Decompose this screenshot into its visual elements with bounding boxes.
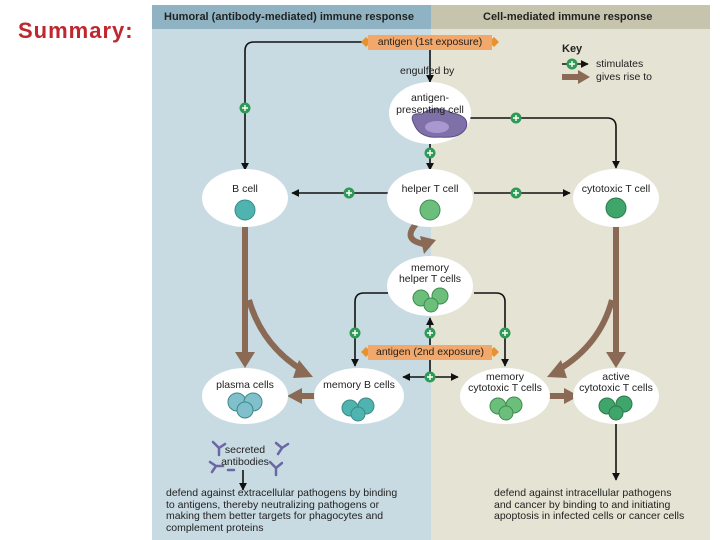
- arrow-helper-to-memhelper: [407, 222, 425, 247]
- arrow-memhelper-to-memb: [351, 292, 388, 367]
- cytotoxic-t-label: cytotoxic T cell: [581, 183, 651, 195]
- active-cyto-label-line2: cytotoxic T cells: [579, 382, 653, 394]
- key-stimulates-label: stimulates: [596, 58, 644, 70]
- arrow-apc-to-cytotoxic: [470, 117, 620, 169]
- antibody-icon-2: [274, 441, 290, 456]
- antibody-icons: [208, 440, 290, 477]
- key-gives-rise-label: gives rise to: [596, 71, 653, 83]
- plus-badge-1: [239, 102, 251, 114]
- apc-label-line1: antigen-: [411, 92, 449, 104]
- arrow-memhelper-to-memcyto: [474, 292, 509, 367]
- plasma-cells-label: plasma cells: [216, 379, 274, 391]
- memory-cyto-label-line1: memory: [486, 371, 524, 383]
- antibody-icon-3: [208, 460, 225, 474]
- helper-t-label: helper T cell: [401, 183, 459, 195]
- active-cyto-icon-3: [608, 405, 624, 421]
- memory-helper-label-line1: memory: [411, 262, 449, 274]
- cell-mediated-description-line: defend against intracellular pathogens: [494, 487, 672, 499]
- antibody-icon-4: [268, 460, 284, 477]
- plus-badge-5: [510, 187, 522, 199]
- memory-cyto-label-line2: cytotoxic T cells: [468, 382, 542, 394]
- apc-label-line2: presenting cell: [396, 104, 464, 116]
- humoral-description-line: making them better targets for phagocyte…: [166, 510, 384, 522]
- gives-rise-arrowheads: [235, 70, 626, 404]
- memory-helper-node: [387, 256, 473, 316]
- arrow-bcell-to-memb: [246, 299, 304, 373]
- memory-helper-label-line2: helper T cells: [398, 273, 462, 285]
- plus-badge-9: [424, 371, 436, 383]
- plus-badge-3: [424, 147, 436, 159]
- cell-mediated-header-bar: [431, 5, 710, 29]
- helper-t-icon: [419, 199, 441, 221]
- antigen-first-exposure-tag: antigen (1st exposure): [368, 35, 492, 50]
- humoral-header-bar: [152, 5, 431, 29]
- cell-mediated-header-title: Cell-mediated immune response: [483, 11, 653, 23]
- humoral-description: defend against extracellular pathogens b…: [166, 487, 428, 534]
- active-cyto-label-line1: active: [602, 371, 630, 383]
- memory-cyto-icon-3: [498, 405, 514, 421]
- key-title: Key: [562, 43, 583, 55]
- cell-mediated-panel: [431, 5, 710, 540]
- secreted-label-line2: antibodies: [221, 456, 269, 468]
- cell-mediated-description-line: apoptosis in infected cells or cancer ce…: [494, 510, 685, 522]
- helper-t-node: [387, 169, 473, 227]
- plus-badge-6: [349, 327, 361, 339]
- humoral-panel: [152, 5, 431, 540]
- secreted-label-line1: secreted: [224, 444, 266, 456]
- antibody-icon-1: [211, 440, 227, 457]
- memory-cyto-node: [460, 368, 550, 424]
- plus-badge-7: [424, 327, 436, 339]
- humoral-description-line: complement proteins: [166, 521, 264, 534]
- memory-b-node: [314, 368, 404, 424]
- humoral-description-line: to antigens, thereby neutralizing pathog…: [166, 498, 380, 511]
- active-cyto-node: [573, 368, 659, 424]
- antigen-second-exposure-tag: antigen (2nd exposure): [368, 345, 492, 360]
- gives-rise-arrows: [242, 74, 619, 399]
- b-cell-icon: [234, 199, 256, 221]
- cell-mediated-description-line: and cancer by binding to and initiating: [494, 498, 671, 511]
- antigen-presenting-cell-shape: [411, 108, 468, 138]
- plus-badge-8: [499, 327, 511, 339]
- plus-badge-4: [343, 187, 355, 199]
- plus-badges: [239, 58, 578, 383]
- cytotoxic-t-icon: [605, 197, 627, 219]
- humoral-description-line: defend against extracellular pathogens b…: [166, 487, 398, 499]
- plus-badge-2: [510, 112, 522, 124]
- b-cell-label: B cell: [232, 183, 258, 195]
- key-plus-badge: [566, 58, 578, 70]
- slide-title: Summary:: [18, 18, 134, 43]
- arrow-cyto-to-memcyto: [556, 299, 615, 373]
- memory-helper-icon-3: [423, 297, 439, 313]
- b-cell-node: [202, 169, 288, 227]
- engulfed-by-label: engulfed by: [400, 65, 455, 77]
- humoral-header-title: Humoral (antibody-mediated) immune respo…: [164, 11, 414, 23]
- memory-b-label: memory B cells: [323, 379, 395, 391]
- cell-shapes: [227, 197, 633, 422]
- memory-b-icon-3: [350, 406, 366, 422]
- arrow-antigen-to-b-cell: [241, 41, 362, 171]
- plasma-cells-node: [202, 368, 288, 424]
- cell-mediated-description: defend against intracellular pathogens a…: [494, 487, 708, 523]
- plasma-icon-3: [236, 401, 254, 419]
